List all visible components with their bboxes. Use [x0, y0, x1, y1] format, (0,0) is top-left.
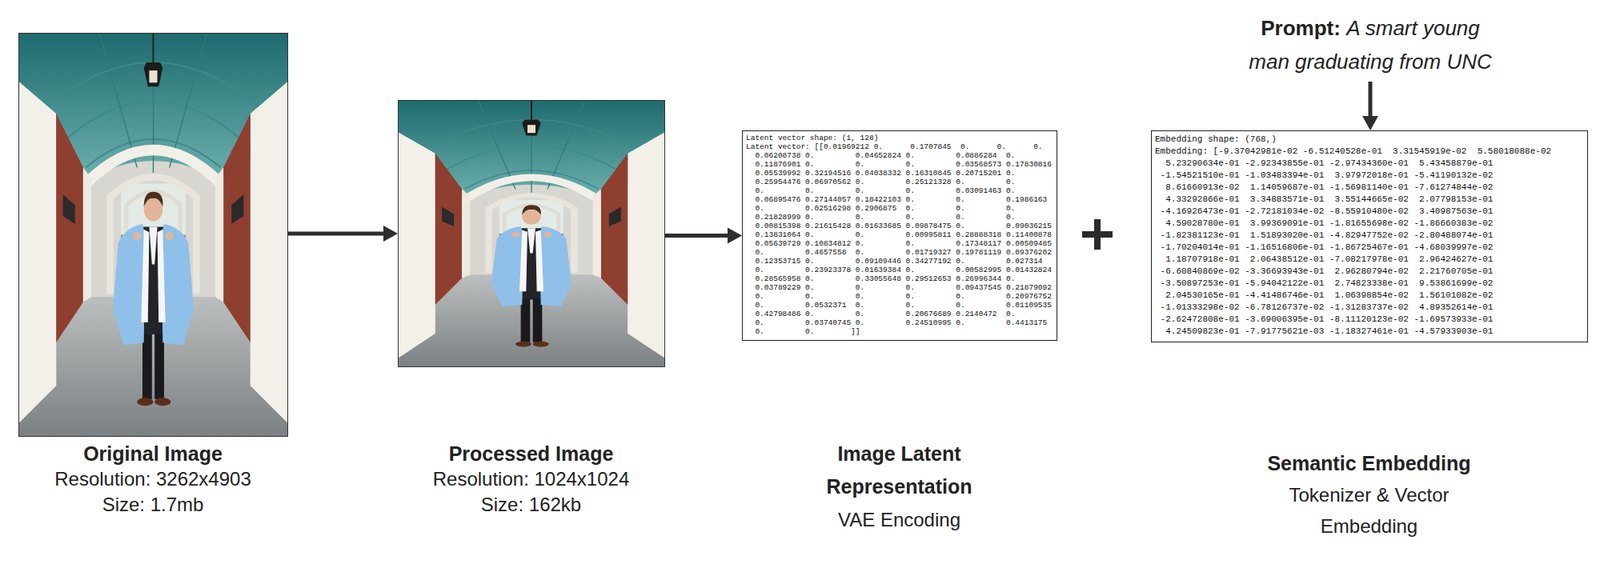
vector-line: -1.70204014e-01 -1.16516806e-01 -1.86725…: [1154, 241, 1552, 254]
vector-line: 0.03789229 0. 0. 0. 0.09437545 0.2187909…: [745, 283, 1052, 293]
vector-line: 0. 0.4657558 0. 0.01719327 0.19781119 0.…: [745, 248, 1052, 257]
caption-detail: VAE Encoding: [807, 503, 992, 537]
original-photo: [18, 32, 289, 438]
arrow-head: [727, 228, 742, 245]
arrow-shaft: [288, 232, 385, 237]
vector-line: 8.61660913e-02 1.14059687e-01 -1.5698114…: [1154, 181, 1552, 194]
caption-detail: Tokenizer & Vector Embedding: [1257, 479, 1482, 542]
vector-box: Latent vector shape: (1, 128)Latent vect…: [741, 130, 1058, 341]
vector-line: Latent vector: [[0.01969212 0. 0.1707845…: [745, 142, 1052, 152]
flow-arrow: [665, 228, 742, 245]
vector-line: 0.06208738 0. 0.04652824 0. 0.0886284 0.: [745, 151, 1052, 161]
photo-scene: [18, 32, 289, 438]
vector-line: Embedding shape: (768,): [1154, 133, 1552, 146]
vector-line: 0.06895476 0.27144057 0.18422103 0. 0. 0…: [745, 195, 1052, 205]
flow-arrow: [1362, 81, 1379, 131]
caption-title: Processed Image: [399, 441, 664, 467]
flow-arrow: [288, 225, 398, 242]
vector-line: 0.05639729 0.10834812 0. 0. 0.17348117 0…: [745, 239, 1052, 249]
arrow-head: [383, 225, 398, 242]
vector-line: 0.00815398 0.21615428 0.01633685 0.09878…: [745, 221, 1052, 231]
vector-line: -2.62472808e-01 -3.69006395e-01 -8.11120…: [1154, 313, 1552, 326]
caption-title: Original Image: [20, 441, 285, 467]
vector-line: 0. 0. ]]: [745, 327, 1052, 337]
vector-printout: Latent vector shape: (1, 128)Latent vect…: [745, 133, 1052, 337]
vector-box: Embedding shape: (768,)Embedding: [-9.37…: [1150, 130, 1588, 343]
plus-bar: [1094, 219, 1101, 250]
vector-line: 0.25954476 0.06970562 0. 0.25121328 0. 0…: [745, 177, 1052, 187]
caption-detail: Size: 1.7mb: [20, 492, 285, 518]
image-frame: Processed ImageResolution: 1024x1024Size…: [397, 100, 666, 368]
processed-photo: [397, 100, 666, 368]
plus-symbol: [1082, 219, 1113, 250]
vector-line: -4.16926473e-01 -2.72181034e-02 -8.55910…: [1154, 205, 1552, 218]
vector-line: 0.11876901 0. 0. 0. 0.03568573 0.1783081…: [745, 160, 1052, 169]
vector-line: 4.59028780e-01 3.99369091e-01 -1.8165569…: [1154, 217, 1552, 230]
vector-line: Embedding: [-9.37042981e-02 -6.51240528e…: [1154, 145, 1552, 158]
arrow-shaft: [665, 233, 730, 238]
caption-block: Processed ImageResolution: 1024x1024Size…: [399, 441, 664, 518]
vector-line: 0. 0. 0. 0. 0. 0.20976752: [745, 292, 1052, 301]
image-frame: Original ImageResolution: 3262x4903Size:…: [18, 32, 289, 438]
vector-line: 0.21828999 0. 0. 0. 0. 0.: [745, 212, 1052, 222]
vector-line: 0. 0. 0. 0. 0.03091463 0.: [745, 186, 1052, 196]
prompt-label: Prompt:: [1260, 16, 1341, 41]
caption-block: Semantic EmbeddingTokenizer & Vector Emb…: [1257, 448, 1482, 542]
vector-line: 0. 0.02516298 0.2906875 0. 0. 0.: [745, 204, 1052, 213]
vector-line: 0. 0.0532371 0. 0. 0. 0.01109535: [745, 300, 1052, 310]
vector-line: -6.60840869e-02 -3.36693943e-01 2.962807…: [1154, 265, 1552, 278]
vector-line: 0.28565958 0. 0.33055648 0.29512653 0.26…: [745, 274, 1052, 284]
caption-block: Image Latent RepresentationVAE Encoding: [807, 437, 992, 537]
vector-line: -1.54521510e-01 -1.03483394e-01 3.979720…: [1154, 169, 1552, 182]
vector-printout: Embedding shape: (768,)Embedding: [-9.37…: [1154, 133, 1552, 338]
caption-title: Semantic Embedding: [1257, 448, 1482, 480]
vector-line: 0. 0.03740745 0. 0.24510995 0. 0.4413175: [745, 318, 1052, 328]
arrow-head: [1362, 116, 1379, 131]
vector-line: 0.42798486 0. 0. 0.20676689 0.2140472 0.: [745, 309, 1052, 319]
caption-detail: Resolution: 3262x4903: [20, 466, 285, 493]
vector-line: -1.82381123e-01 1.51893020e-01 -4.829477…: [1154, 229, 1552, 242]
vector-line: 2.04530165e-01 -4.41486746e-01 1.0639885…: [1154, 289, 1552, 302]
vector-line: 1.18707918e-01 2.06438512e-01 -7.0821797…: [1154, 253, 1552, 266]
vector-line: 0.12353715 0. 0.09109446 0.34277192 0. 0…: [745, 256, 1052, 266]
photo-scene: [397, 100, 666, 368]
caption-block: Original ImageResolution: 3262x4903Size:…: [20, 441, 285, 518]
prompt-node: Prompt:A smart young man graduating from…: [1244, 11, 1497, 82]
vector-line: -1.01333298e-02 -6.78126737e-02 -1.31283…: [1154, 301, 1552, 314]
vector-line: Latent vector shape: (1, 128): [745, 133, 1052, 143]
vector-line: -3.50897253e-01 -5.94042122e-01 2.748233…: [1154, 277, 1552, 290]
caption-detail: Size: 162kb: [399, 492, 664, 518]
vector-line: 5.23290634e-01 -2.92343855e-01 -2.974343…: [1154, 157, 1552, 170]
vector-line: 4.24509823e-01 -7.91775621e-03 -1.183274…: [1154, 325, 1552, 338]
vector-line: 0. 0.23923378 0.01639384 0. 0.00582995 0…: [745, 265, 1052, 275]
vector-line: 4.33292866e-01 3.34883571e-01 3.55144665…: [1154, 193, 1552, 206]
caption-detail: Resolution: 1024x1024: [399, 466, 664, 493]
caption-title: Image Latent Representation: [807, 437, 992, 504]
vector-line: 0.13831064 0. 0. 0.00995811 0.28888318 0…: [745, 230, 1052, 240]
arrow-shaft: [1368, 81, 1373, 118]
vector-line: 0.05539992 0.32194516 0.04038332 0.16310…: [745, 168, 1052, 178]
